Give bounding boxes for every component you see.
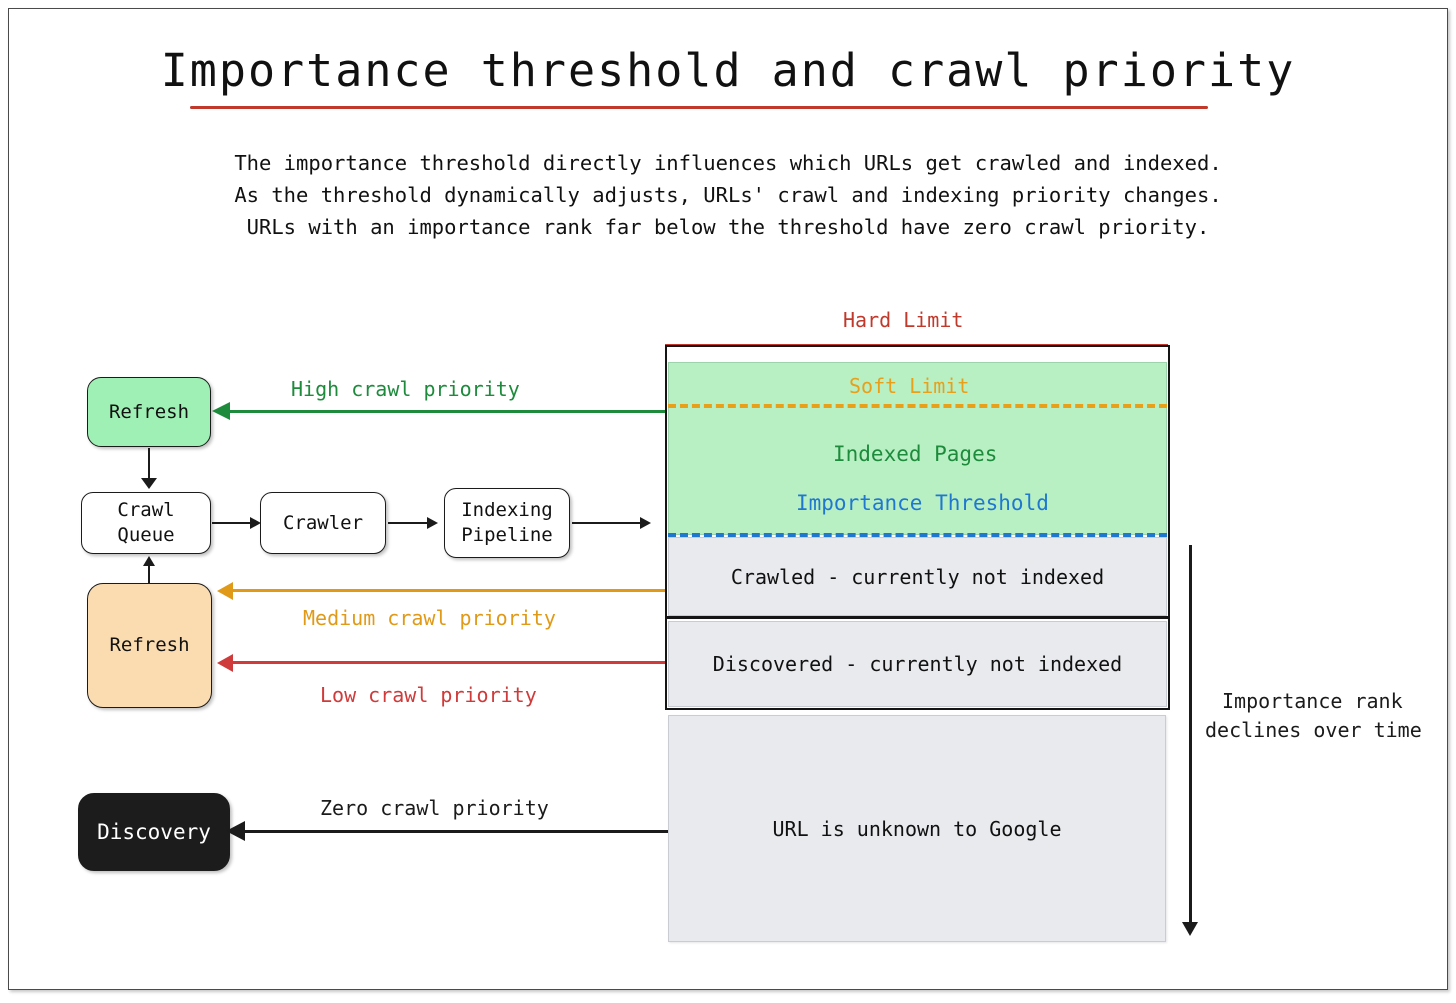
node-crawl-queue-label-1: Crawl <box>117 499 175 521</box>
arrowhead-down-queue <box>141 478 157 489</box>
soft-limit-dashed-line <box>668 404 1167 408</box>
arrowhead-high-crawl-priority <box>212 402 230 420</box>
importance-threshold-dashed-line <box>668 533 1167 537</box>
node-refresh-high-label: Refresh <box>108 400 190 423</box>
importance-rank-arrow-shaft <box>1189 545 1192 930</box>
label-hard-limit: Hard Limit <box>843 308 964 332</box>
label-zero-crawl-priority: Zero crawl priority <box>320 796 549 820</box>
arrowhead-medium-crawl-priority <box>217 582 233 600</box>
node-crawl-queue-label-2: Queue <box>117 524 175 546</box>
label-importance-threshold: Importance Threshold <box>796 491 1049 515</box>
panel-discovered-not-indexed: Discovered - currently not indexed <box>668 621 1167 707</box>
connector-refresh-to-queue <box>148 448 150 481</box>
indexed-pages-band <box>668 362 1167 535</box>
label-soft-limit: Soft Limit <box>849 374 970 398</box>
arrowhead-low-crawl-priority <box>217 654 233 672</box>
node-crawler[interactable]: Crawler <box>260 492 386 554</box>
node-indexing-pipeline[interactable]: Indexing Pipeline <box>444 488 570 558</box>
label-url-unknown: URL is unknown to Google <box>772 816 1062 841</box>
panel-crawled-not-indexed: Crawled - currently not indexed <box>668 537 1167 616</box>
arrow-high-crawl-priority <box>228 410 668 413</box>
connector-refresh-low-to-queue <box>148 563 150 587</box>
importance-rank-arrowhead <box>1182 922 1198 936</box>
node-crawler-label: Crawler <box>282 511 364 534</box>
arrowhead-queue-to-crawler <box>250 517 261 529</box>
connector-queue-to-crawler <box>212 522 258 524</box>
label-medium-crawl-priority: Medium crawl priority <box>303 606 556 630</box>
node-crawl-queue[interactable]: Crawl Queue <box>81 492 211 554</box>
node-refresh-low[interactable]: Refresh <box>87 583 212 708</box>
page-title: Importance threshold and crawl priority <box>160 44 1296 97</box>
subtitle-line-3: URLs with an importance rank far below t… <box>246 215 1210 239</box>
label-rank-decline-line-1: Importance rank <box>1222 689 1403 713</box>
arrowhead-crawler-to-indexing <box>427 517 438 529</box>
node-discovery-label: Discovery <box>97 819 211 844</box>
label-indexed-pages: Indexed Pages <box>833 442 998 466</box>
subtitle-line-1: The importance threshold directly influe… <box>234 151 1222 175</box>
stack-divider <box>665 616 1170 619</box>
node-refresh-low-label: Refresh <box>109 634 190 656</box>
label-high-crawl-priority: High crawl priority <box>291 377 520 401</box>
label-low-crawl-priority: Low crawl priority <box>320 683 537 707</box>
connector-indexing-to-stack <box>572 522 648 524</box>
arrowhead-up-queue <box>143 556 155 566</box>
node-indexing-pipeline-label-1: Indexing <box>461 499 553 521</box>
panel-url-unknown: URL is unknown to Google <box>668 715 1166 942</box>
label-rank-decline-line-2: declines over time <box>1205 718 1422 742</box>
page-subtitle: The importance threshold directly influe… <box>0 147 1456 243</box>
connector-crawler-to-indexing <box>388 522 436 524</box>
subtitle-line-2: As the threshold dynamically adjusts, UR… <box>234 183 1222 207</box>
label-discovered-not-indexed: Discovered - currently not indexed <box>712 652 1123 676</box>
arrow-low-crawl-priority <box>232 661 668 664</box>
node-refresh-high[interactable]: Refresh <box>87 377 211 447</box>
arrowhead-zero-crawl-priority <box>226 821 245 841</box>
arrow-medium-crawl-priority <box>232 589 668 592</box>
title-underline <box>190 106 1208 109</box>
node-indexing-pipeline-label-2: Pipeline <box>461 524 553 546</box>
arrowhead-indexing-to-stack <box>640 517 651 529</box>
arrow-zero-crawl-priority <box>244 830 668 833</box>
label-crawled-not-indexed: Crawled - currently not indexed <box>730 564 1105 589</box>
node-discovery[interactable]: Discovery <box>78 793 230 871</box>
